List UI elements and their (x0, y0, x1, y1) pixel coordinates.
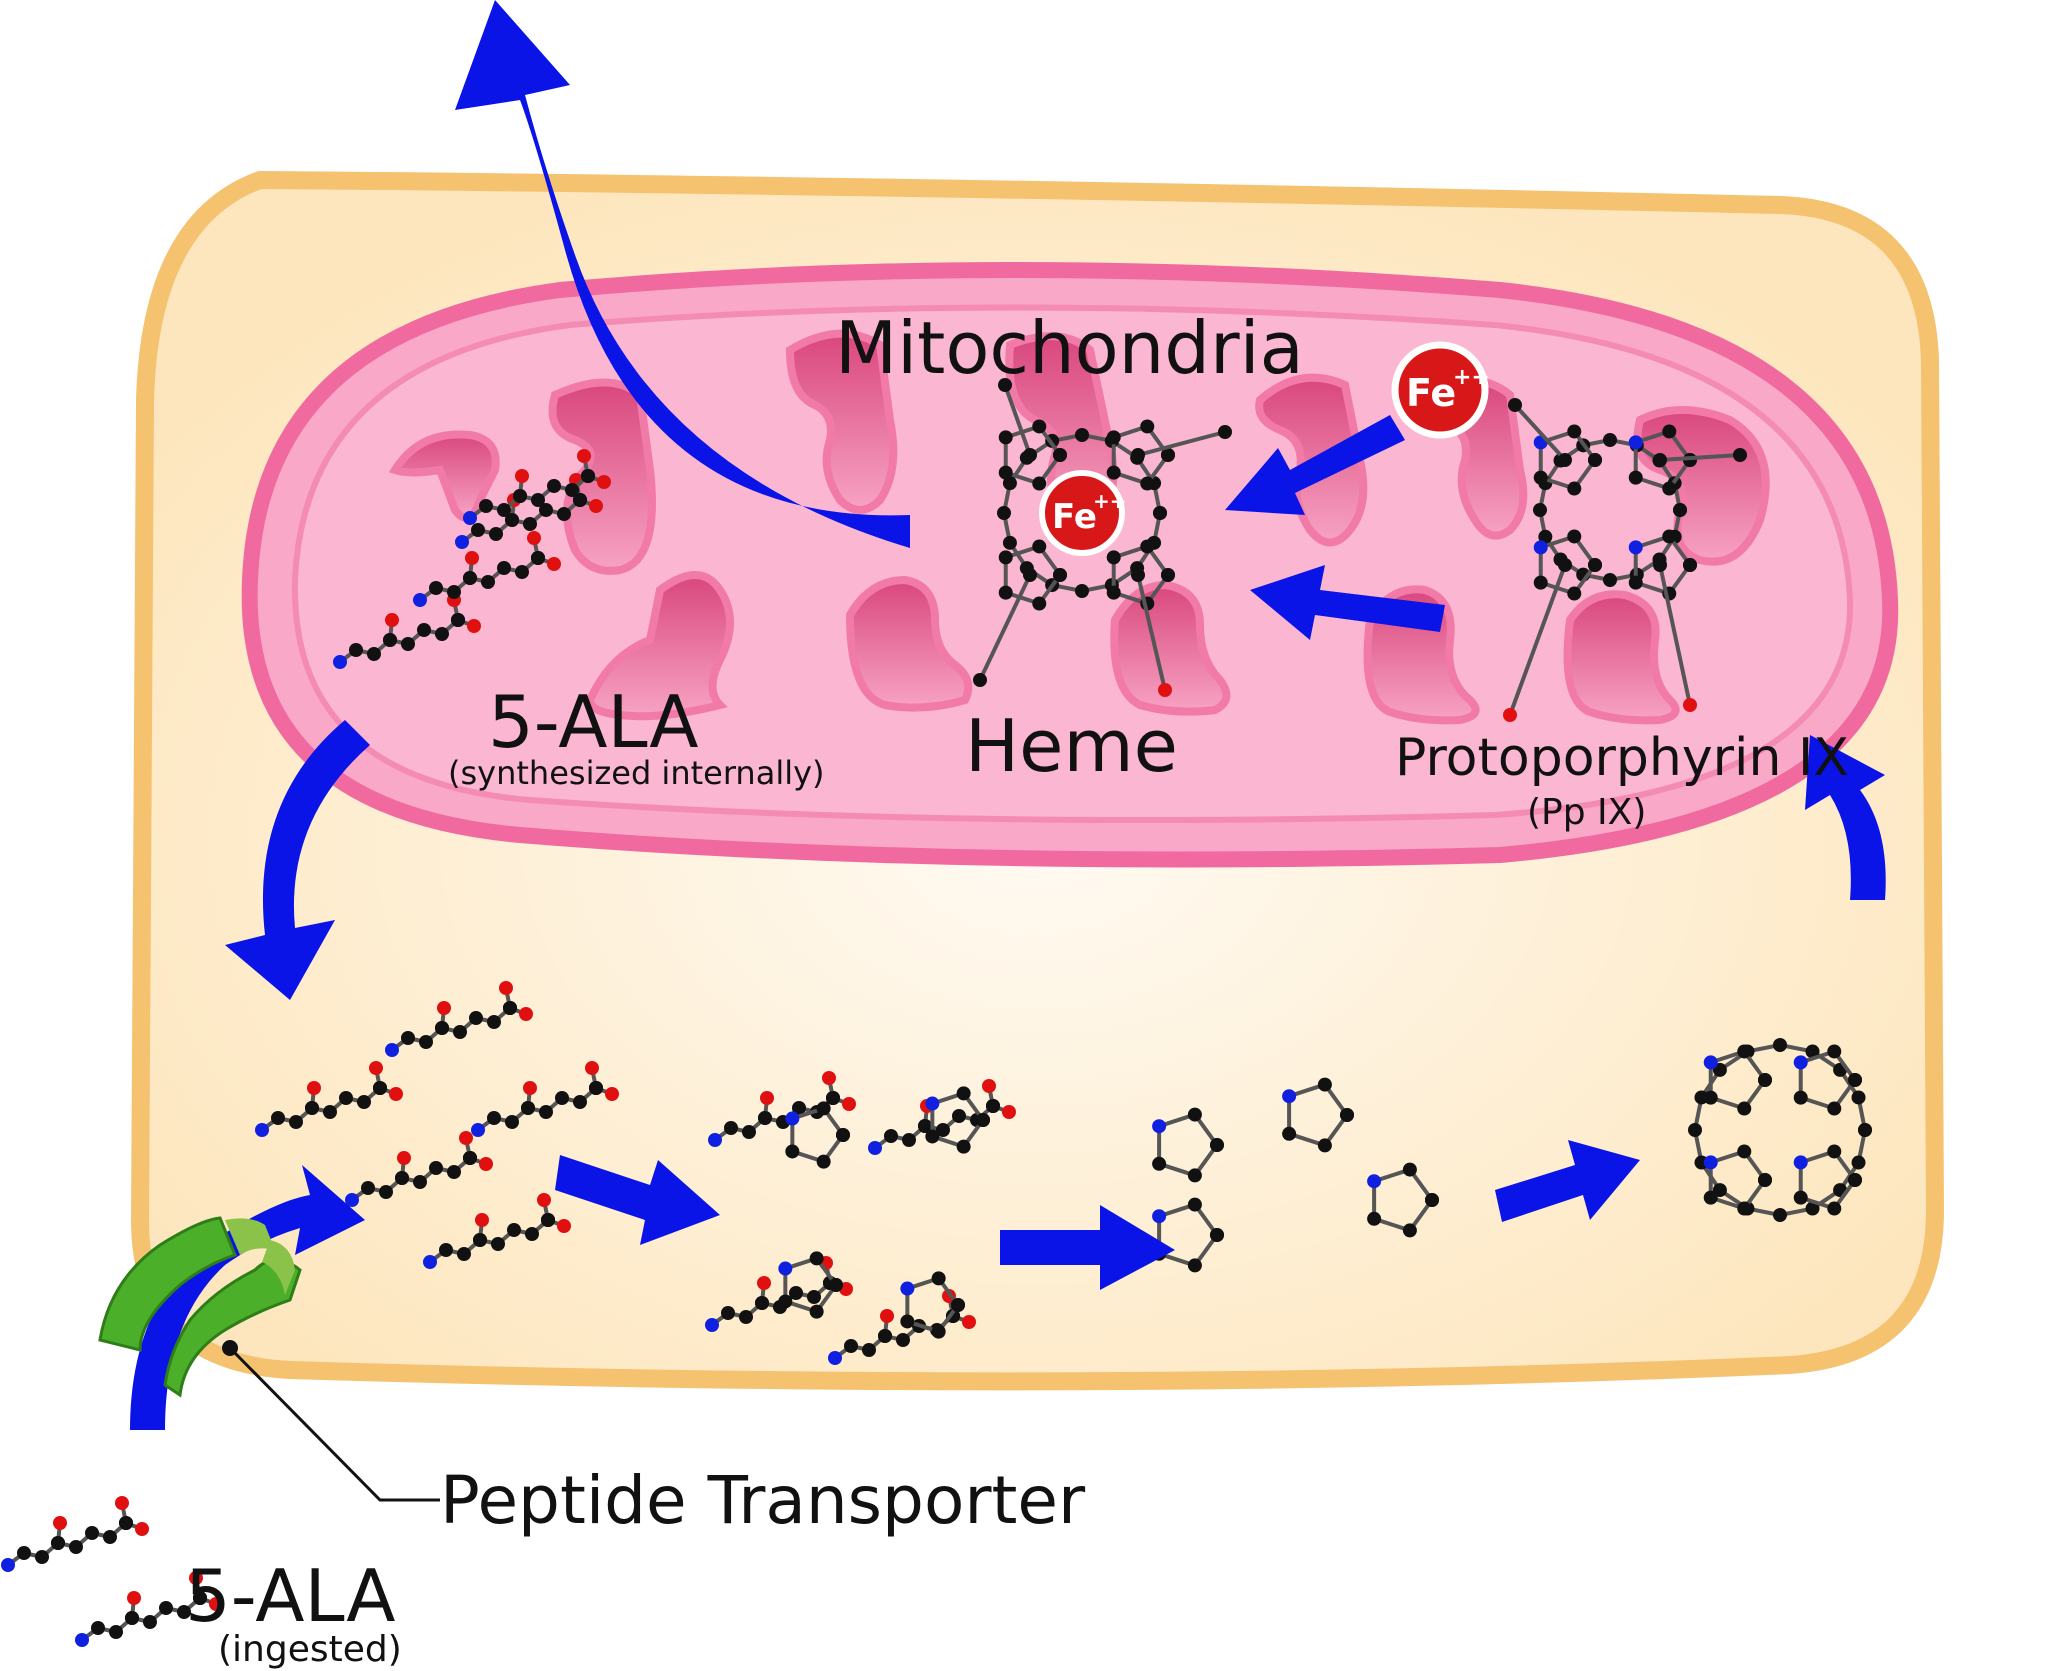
molecule (1793, 1144, 1862, 1216)
molecule (499, 981, 517, 1015)
molecule (51, 1516, 67, 1550)
molecule (395, 1151, 411, 1185)
molecule (1106, 539, 1175, 611)
ala-ingested-label: 5-ALA (185, 1554, 396, 1638)
molecule (785, 1101, 850, 1169)
transporter-channel-icon (98, 1216, 440, 1502)
ppix-to-heme-arrow (1250, 565, 1445, 640)
molecule (369, 1061, 387, 1095)
svg-text:++: ++ (1093, 489, 1127, 513)
ppix-import-arrow (1805, 735, 1886, 900)
molecule (521, 1081, 537, 1115)
svg-text:Fe: Fe (1406, 371, 1456, 415)
ppix-label: Protoporphyrin IX (1395, 728, 1849, 788)
molecule (1152, 1107, 1224, 1183)
molecule (1508, 398, 1572, 467)
molecule (513, 469, 529, 503)
molecule (1106, 419, 1175, 491)
molecule (758, 1091, 774, 1125)
molecule (822, 1071, 840, 1105)
molecule (577, 449, 595, 483)
transporter-leader-line (228, 1346, 440, 1502)
transporter-label: Peptide Transporter (440, 1462, 1086, 1539)
molecule (1131, 425, 1232, 462)
molecule (1653, 448, 1747, 467)
molecule (982, 1079, 1000, 1113)
ala-internal-label: 5-ALA (488, 680, 699, 764)
ala-internal-sublabel: (synthesized internally) (448, 754, 825, 792)
molecule (383, 613, 399, 647)
molecule (1131, 568, 1172, 697)
pathway-arrows (130, 0, 1886, 1430)
svg-text:Fe: Fe (1052, 497, 1097, 537)
heme-export-arrow (455, 0, 910, 548)
ala-ingested-sublabel: (ingested) (218, 1629, 402, 1670)
molecule (1367, 1162, 1439, 1238)
step-arrow-1 (555, 1155, 720, 1245)
molecule (423, 1213, 555, 1269)
molecule (1, 1516, 133, 1572)
molecule (998, 419, 1067, 491)
ala-import-arrow (130, 1165, 365, 1430)
molecule-structures (1, 378, 1872, 1647)
molecule (305, 1081, 321, 1115)
fe-ion-icon: Fe ++ (1039, 470, 1127, 556)
fe-ion-icon: Fe ++ (1391, 341, 1490, 439)
molecule (459, 1131, 477, 1165)
heme-label: Heme (965, 704, 1178, 788)
molecule (435, 1001, 451, 1035)
mitochondria-label: Mitochondria (835, 306, 1304, 390)
molecule (1703, 1044, 1772, 1116)
molecule (125, 1591, 141, 1625)
molecule (463, 469, 595, 525)
molecule (973, 568, 1037, 687)
svg-text:++: ++ (1453, 365, 1490, 390)
molecule (1152, 1197, 1224, 1273)
molecule (925, 1086, 990, 1154)
molecule (998, 539, 1067, 611)
molecule (900, 1271, 965, 1339)
molecule (585, 1061, 603, 1095)
molecule (115, 1496, 133, 1530)
molecule (878, 1309, 894, 1343)
molecule (1653, 558, 1697, 712)
molecule (473, 1213, 489, 1247)
ala-export-arrow (225, 720, 370, 1000)
step-arrow-3 (1495, 1140, 1640, 1222)
molecule (755, 1276, 771, 1310)
molecule (1282, 1077, 1354, 1153)
molecule (189, 1571, 207, 1605)
molecule (463, 551, 479, 585)
molecule (1703, 1144, 1772, 1216)
molecule (537, 1193, 555, 1227)
ppix-sublabel: (Pp IX) (1527, 792, 1647, 833)
molecule (527, 531, 545, 565)
molecule (778, 1251, 843, 1319)
molecule (1533, 424, 1602, 496)
step-arrow-2 (1000, 1205, 1175, 1290)
fe-to-heme-arrow (1225, 415, 1405, 515)
molecule (998, 378, 1037, 462)
molecule (1793, 1044, 1862, 1116)
molecule (1503, 558, 1572, 722)
